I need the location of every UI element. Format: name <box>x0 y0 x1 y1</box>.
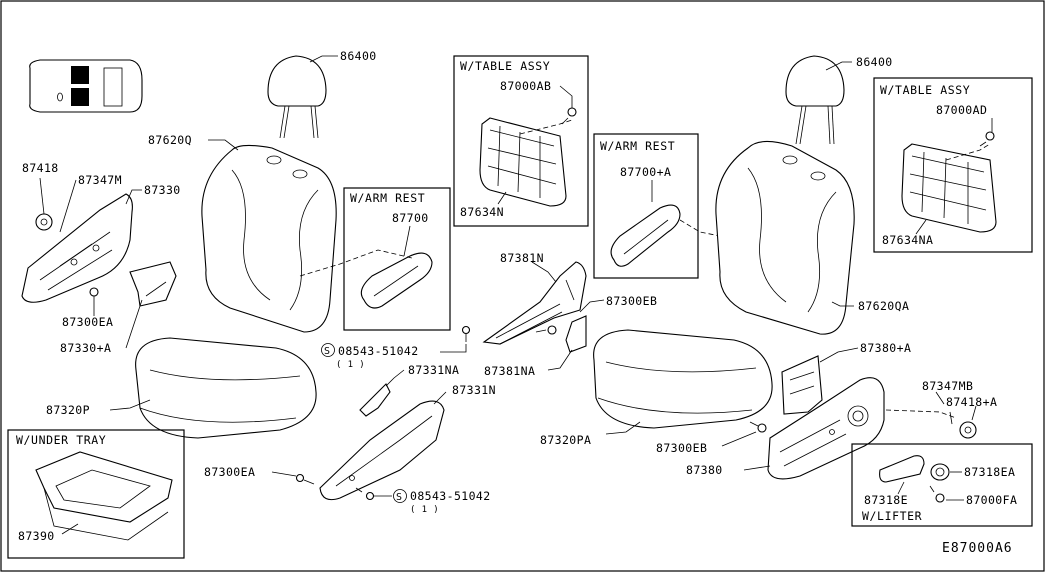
label-cushion-left: 87320P <box>46 403 90 417</box>
label-finisher-outer: 87330 <box>144 183 181 197</box>
label-lifter-bolt: 87000FA <box>966 493 1017 507</box>
label-bolt-ea-lower: 87300EA <box>204 465 255 479</box>
label-cover-n: 87381N <box>500 251 544 265</box>
box-under-tray <box>7 429 185 559</box>
label-frame-right-a: 87380+A <box>860 341 911 355</box>
label-armrest-right: 87700+A <box>620 165 671 179</box>
label-seat-back-right: 87620QA <box>858 299 909 313</box>
label-frame-right: 87380 <box>686 463 723 477</box>
screw-lower <box>355 487 375 501</box>
lifter-cover <box>930 463 950 481</box>
seat-finisher-380a <box>781 355 823 415</box>
box-lifter <box>851 443 1033 527</box>
bolt-eb-lower <box>749 421 767 433</box>
seat-cover-331na <box>359 383 391 417</box>
knob-left <box>35 213 53 231</box>
label-finisher-inner: 87330+A <box>60 341 111 355</box>
seat-back-right <box>715 140 855 335</box>
label-cover-na: 87381NA <box>484 364 535 378</box>
lifter-bolt <box>929 485 945 503</box>
box-under-tray-title: W/UNDER TRAY <box>16 433 106 447</box>
label-table-left: 87634N <box>460 205 504 219</box>
under-tray <box>35 451 173 541</box>
label-lifter-handle: 87318E <box>864 493 908 507</box>
svg-text:S: S <box>324 346 330 357</box>
box-lifter-title: W/LIFTER <box>862 509 922 523</box>
label-headrest-right: 86400 <box>856 55 893 69</box>
label-screw-upper: 08543-51042 <box>338 344 419 358</box>
table-bolt-ab <box>561 107 577 125</box>
table-bolt-ad <box>979 131 995 147</box>
label-screw-upper-qty: ( 1 ) <box>336 360 365 370</box>
label-bolt-ea-upper: 87300EA <box>62 315 113 329</box>
headrest-left <box>267 55 327 139</box>
box-table-left <box>453 55 589 227</box>
lifter-handle <box>879 455 925 483</box>
screw-upper <box>461 325 471 342</box>
armrest-left <box>360 252 433 309</box>
seat-frame-right <box>767 377 885 480</box>
table-assy-right <box>901 143 997 233</box>
seat-back-left <box>201 144 337 333</box>
label-table-right: 87634NA <box>882 233 933 247</box>
box-armrest-left-title: W/ARM REST <box>350 191 425 205</box>
bolt-ea-upper <box>89 287 99 306</box>
label-tray: 87390 <box>18 529 55 543</box>
label-headrest-left: 86400 <box>340 49 377 63</box>
diagram-reference-id: E87000A6 <box>942 541 1013 556</box>
label-knob-left: 87418 <box>22 161 59 175</box>
bolt-eb-upper <box>535 325 557 335</box>
label-screw-m: 87347M <box>78 173 122 187</box>
table-assy-left <box>479 117 567 207</box>
label-bolt-eb-upper: 87300EB <box>606 294 657 308</box>
knob-right <box>959 421 977 439</box>
seat-side-cover-381n <box>482 261 587 345</box>
label-lifter-cover: 87318EA <box>964 465 1015 479</box>
screw-mb <box>949 411 953 425</box>
seat-cover-331n <box>319 400 445 501</box>
seat-side-finisher-left <box>21 193 133 303</box>
box-armrest-right <box>593 133 699 279</box>
box-table-right <box>873 77 1033 253</box>
svg-text:S: S <box>396 492 402 503</box>
box-table-right-title: W/TABLE ASSY <box>880 83 970 97</box>
label-armrest-left: 87700 <box>392 211 429 225</box>
label-knob-right: 87418+A <box>946 395 997 409</box>
label-screw-mb: 87347MB <box>922 379 973 393</box>
bolt-ea-lower <box>295 473 315 485</box>
label-seat-back-left: 87620Q <box>148 133 192 147</box>
label-screw-lower-qty: ( 1 ) <box>410 505 439 515</box>
box-armrest-right-title: W/ARM REST <box>600 139 675 153</box>
label-cover-331n: 87331N <box>452 383 496 397</box>
label-table-bolt-ab: 87000AB <box>500 79 551 93</box>
label-bolt-eb-lower: 87300EB <box>656 441 707 455</box>
label-table-bolt-ad: 87000AD <box>936 103 987 117</box>
headrest-right <box>785 55 845 145</box>
label-screw-lower: 08543-51042 <box>410 489 491 503</box>
vehicle-locator-icon <box>29 59 143 113</box>
finisher-inner-left <box>129 261 177 307</box>
standard-part-s-icon-upper: S <box>321 343 335 357</box>
box-armrest-left <box>343 187 451 331</box>
box-table-left-title: W/TABLE ASSY <box>460 59 550 73</box>
standard-part-s-icon-lower: S <box>393 489 407 503</box>
armrest-right <box>610 204 681 267</box>
label-cover-331na: 87331NA <box>408 363 459 377</box>
seat-cushion-left <box>135 337 317 439</box>
label-cushion-right: 87320PA <box>540 433 591 447</box>
seat-cushion-right <box>593 329 773 429</box>
seat-cover-381na <box>565 315 587 353</box>
